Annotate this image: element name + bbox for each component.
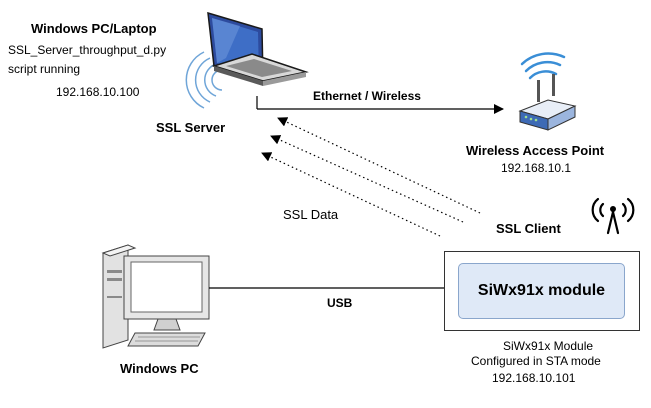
ethernet-link-arrow xyxy=(256,96,504,114)
laptop-wifi-waves xyxy=(185,51,223,109)
laptop-icon xyxy=(185,11,309,109)
ssl-data-arrows xyxy=(261,117,481,237)
laptop-ip: 192.168.10.100 xyxy=(56,85,140,99)
ssl-data-arrow-3 xyxy=(261,152,441,237)
module-outer-box: SiWx91x module xyxy=(444,251,640,331)
module-caption-line1: SiWx91x Module xyxy=(503,339,594,353)
laptop-title: Windows PC/Laptop xyxy=(31,21,157,36)
ssl-server-label: SSL Server xyxy=(156,120,226,135)
access-point-title: Wireless Access Point xyxy=(466,143,605,158)
ethernet-wireless-label: Ethernet / Wireless xyxy=(313,89,421,103)
ssl-data-label: SSL Data xyxy=(283,207,339,222)
access-point-icon xyxy=(518,52,577,131)
module-ip: 192.168.10.101 xyxy=(492,371,576,385)
access-point-ip: 192.168.10.1 xyxy=(501,161,572,175)
module-caption-line2: Configured in STA mode xyxy=(471,354,601,368)
ssl-client-label: SSL Client xyxy=(496,221,561,236)
laptop-script-line2: script running xyxy=(8,62,81,76)
windows-pc-label: Windows PC xyxy=(120,361,199,376)
module-name-box: SiWx91x module xyxy=(458,263,625,319)
laptop-script-line1: SSL_Server_throughput_d.py xyxy=(8,43,167,57)
antenna-icon xyxy=(591,197,635,235)
ssl-data-arrow-1 xyxy=(277,117,481,214)
desktop-pc-icon xyxy=(101,244,210,349)
usb-label: USB xyxy=(327,296,353,310)
